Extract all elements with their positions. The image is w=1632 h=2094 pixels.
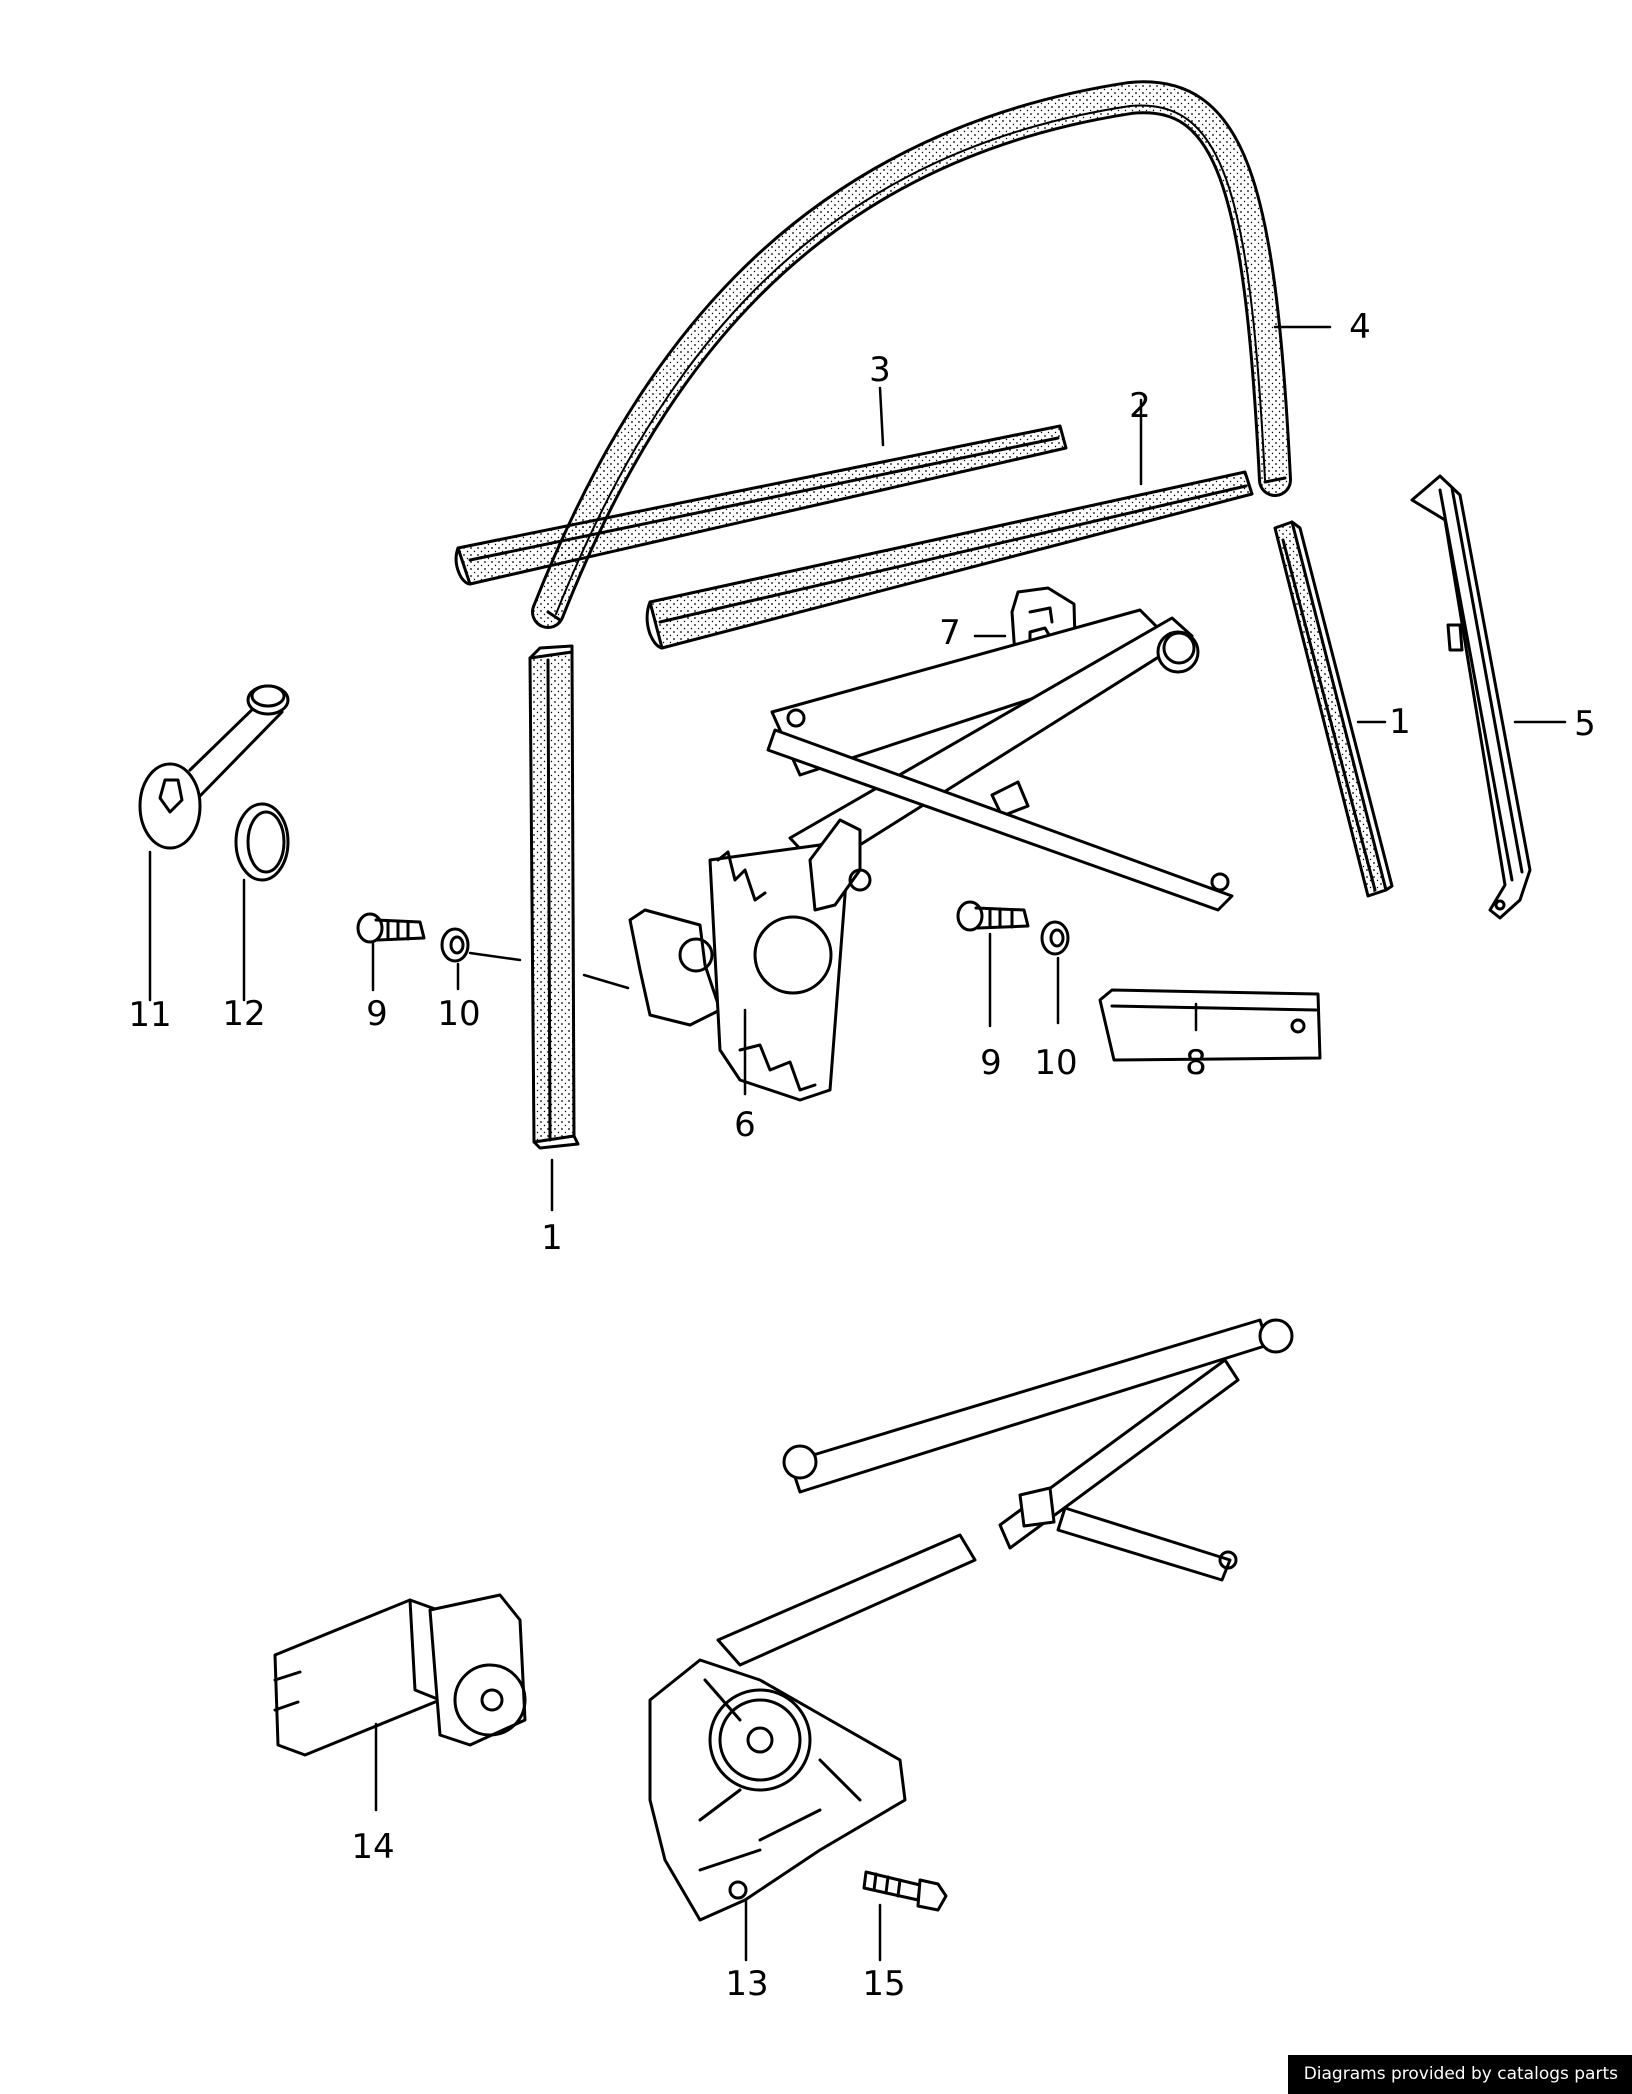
bolt-left	[356, 912, 426, 944]
rear-guide-rail	[1410, 474, 1532, 920]
label-part-1-right: 1	[1389, 702, 1411, 742]
label-part-10-left: 10	[437, 994, 481, 1034]
diagram-credit: Diagrams provided by catalogs parts	[1287, 2055, 1632, 2094]
bolt-bottom	[862, 1870, 948, 1912]
label-part-12: 12	[222, 994, 266, 1034]
crank-handle	[138, 684, 290, 850]
label-part-9-right: 9	[980, 1043, 1002, 1083]
door-frame-seal	[531, 80, 1292, 629]
window-motor	[273, 1593, 527, 1757]
label-part-7: 7	[939, 613, 961, 653]
power-regulator	[648, 1318, 1294, 1922]
label-part-2: 2	[1129, 386, 1151, 426]
label-part-5: 5	[1574, 704, 1596, 744]
inner-belt-strip	[645, 470, 1254, 650]
label-part-1-left: 1	[541, 1218, 563, 1258]
label-part-15: 15	[862, 1964, 906, 2004]
label-part-4: 4	[1349, 307, 1371, 347]
label-part-6: 6	[734, 1105, 756, 1145]
guide-channel-right	[1273, 520, 1394, 898]
label-part-11: 11	[128, 995, 172, 1035]
leader-lines	[148, 325, 1567, 1962]
bolt-right	[956, 900, 1030, 932]
label-part-14: 14	[351, 1827, 395, 1867]
label-part-13: 13	[725, 1964, 769, 2004]
manual-regulator	[628, 608, 1234, 1102]
outer-belt-strip	[454, 424, 1068, 586]
washer-left	[440, 927, 470, 963]
label-part-9-left: 9	[366, 994, 388, 1034]
guide-channel-left	[528, 644, 580, 1150]
label-part-3: 3	[869, 350, 891, 390]
slide-bar	[1098, 988, 1322, 1062]
trim-ring	[234, 802, 290, 882]
label-part-10-right: 10	[1034, 1043, 1078, 1083]
label-part-8: 8	[1185, 1043, 1207, 1083]
washer-right	[1040, 920, 1070, 956]
